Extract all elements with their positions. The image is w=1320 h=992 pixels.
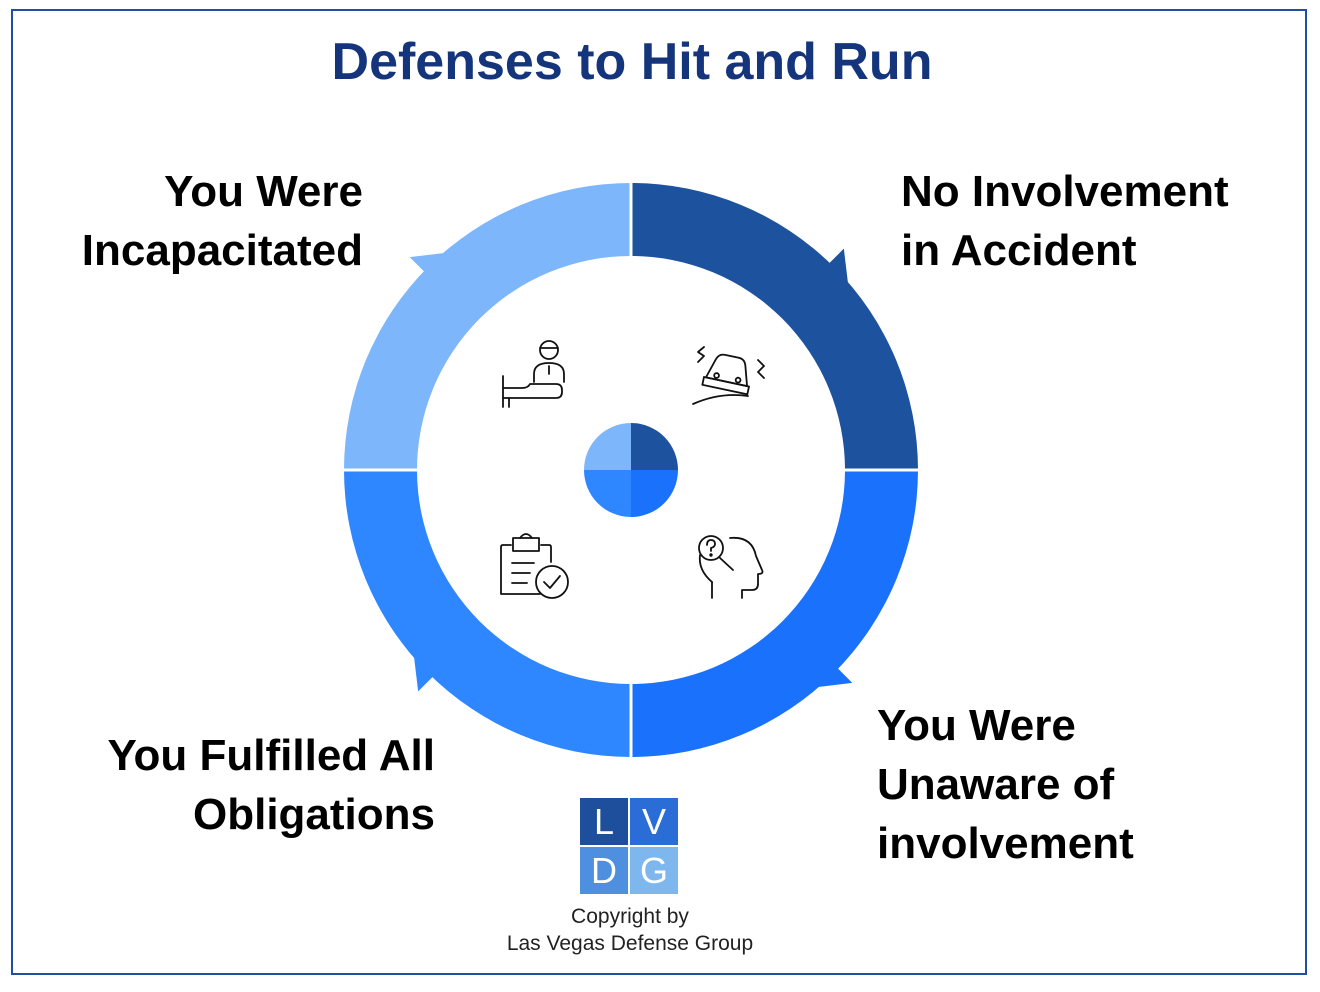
label-line: You Were: [164, 167, 363, 216]
ring-segment-bottom-left: [344, 470, 631, 757]
diagram-title: Defenses to Hit and Run: [331, 33, 933, 91]
center-pie: [584, 423, 678, 517]
center-slice-top-left: [584, 423, 631, 470]
logo-cell-g: G: [630, 847, 678, 894]
label-fulfilled-obligations: You Fulfilled All Obligations: [107, 726, 435, 844]
ring-segment-bottom-right: [631, 470, 918, 757]
clipboard-check-icon: [500, 533, 569, 599]
arrow-notch: [816, 664, 853, 688]
copyright-line: Las Vegas Defense Group: [506, 932, 754, 955]
center-slice-bottom-left: [584, 470, 631, 517]
logo-cell-d: D: [580, 847, 628, 894]
label-you-were-incapacitated: You Were Incapacitated: [82, 162, 363, 280]
arrow-notch: [825, 248, 849, 285]
label-line: in Accident: [901, 226, 1137, 275]
arrow-notch: [409, 252, 446, 276]
person-on-stretcher-icon: [502, 340, 565, 408]
label-line: You Fulfilled All: [107, 731, 435, 780]
diagram-frame: [11, 9, 1307, 975]
arrow-notch: [413, 655, 437, 692]
label-line: Incapacitated: [81, 226, 363, 275]
label-line: Unaware of: [877, 760, 1115, 809]
center-slice-bottom-right: [631, 470, 678, 517]
ring-segment-top-right: [631, 183, 918, 470]
label-line: involvement: [877, 819, 1134, 868]
copyright-line: Copyright by: [571, 905, 689, 928]
label-line: You Were: [877, 701, 1076, 750]
label-line: Obligations: [193, 790, 435, 839]
center-slice-top-right: [631, 423, 678, 470]
label-line: No Involvement: [901, 167, 1229, 216]
lvdg-logo: L V D G: [580, 798, 678, 896]
copyright-text: Copyright by Las Vegas Defense Group: [430, 903, 830, 957]
logo-cell-v: V: [630, 798, 678, 845]
head-question-magnifier-icon: [698, 535, 764, 599]
car-crash-icon: [692, 346, 765, 405]
ring-segment-top-left: [344, 183, 631, 470]
label-you-were-unaware: You Were Unaware of involvement: [877, 696, 1134, 873]
label-no-involvement: No Involvement in Accident: [901, 162, 1229, 280]
logo-cell-l: L: [580, 798, 628, 845]
